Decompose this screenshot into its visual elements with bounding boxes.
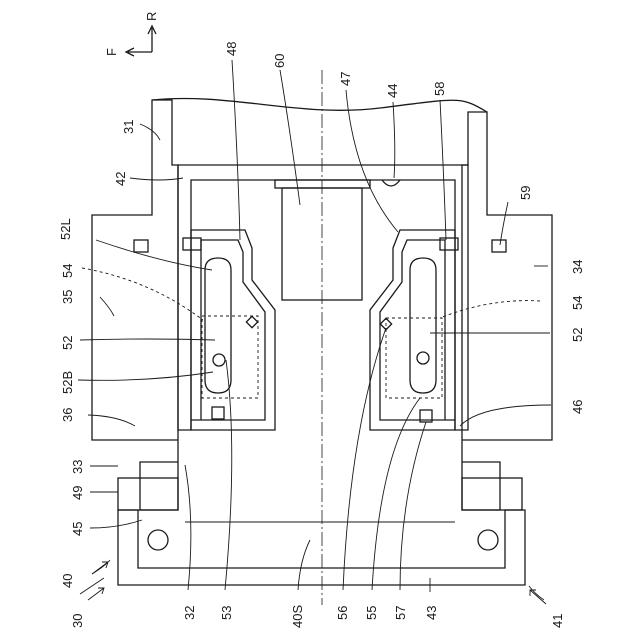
label-59: 59 — [518, 186, 533, 200]
label-56: 56 — [335, 606, 350, 620]
label-52-left: 52 — [60, 336, 75, 350]
enclosure-42 — [178, 165, 468, 430]
label-40: 40 — [60, 574, 75, 588]
seal-49 — [118, 478, 178, 510]
label-58: 58 — [432, 82, 447, 96]
label-36: 36 — [60, 408, 75, 422]
label-31: 31 — [121, 120, 136, 134]
right-sensor-cavity — [370, 230, 458, 430]
label-57: 57 — [393, 606, 408, 620]
leader-lines — [78, 60, 551, 600]
label-30: 30 — [70, 614, 85, 628]
label-33: 33 — [70, 460, 85, 474]
direction-rear-label: R — [144, 12, 159, 21]
label-40S: 40S — [290, 605, 305, 628]
label-34: 34 — [570, 260, 585, 274]
label-52-right: 52 — [570, 328, 585, 342]
label-44: 44 — [385, 84, 400, 98]
label-49: 49 — [70, 486, 85, 500]
label-60: 60 — [272, 54, 287, 68]
label-52L: 52L — [58, 218, 73, 240]
label-54-left: 54 — [60, 264, 75, 278]
left-sensor-cavity — [183, 230, 275, 430]
label-48: 48 — [224, 42, 239, 56]
label-55: 55 — [364, 606, 379, 620]
direction-indicator: R F — [104, 12, 159, 56]
label-52B: 52B — [60, 371, 75, 394]
direction-forward-label: F — [104, 48, 119, 56]
label-54-right: 54 — [570, 296, 585, 310]
label-43: 43 — [424, 606, 439, 620]
label-46: 46 — [570, 400, 585, 414]
label-32: 32 — [182, 606, 197, 620]
label-35: 35 — [60, 290, 75, 304]
cup-41 — [118, 510, 525, 585]
label-45: 45 — [70, 522, 85, 536]
label-47: 47 — [338, 72, 353, 86]
label-41: 41 — [550, 614, 565, 628]
label-42: 42 — [113, 172, 128, 186]
label-53: 53 — [219, 606, 234, 620]
reference-numerals: 31 42 48 60 47 44 58 59 34 52L 54 54 35 … — [58, 42, 585, 628]
